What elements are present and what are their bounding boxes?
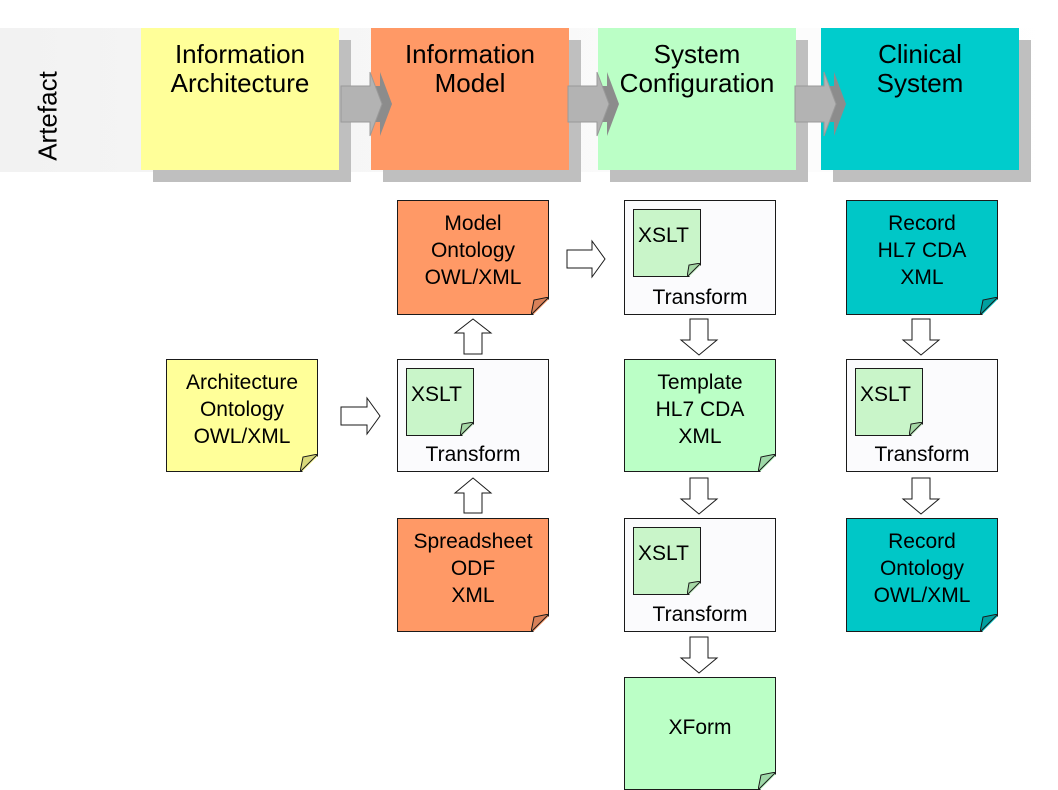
record-ontology-document: Record Ontology OWL/XML (846, 518, 998, 632)
page-fold-icon (758, 454, 776, 472)
phase-arrow-2 (567, 71, 619, 137)
phase-information-model: Information Model (371, 28, 569, 170)
document-line: ODF (450, 557, 496, 580)
model-ontology-document: Model Ontology OWL/XML (397, 200, 549, 315)
document-line: XForm (668, 716, 732, 739)
phase-title-line2: Configuration (619, 68, 775, 98)
xslt-document: XSLT (633, 527, 701, 595)
config-transform-top-box: XSLT Transform (624, 200, 776, 315)
document-line: Record (888, 530, 956, 553)
arrow-down-record-to-transform (901, 318, 941, 356)
phase-title-line1: Clinical (878, 39, 962, 69)
config-transform-bottom-box: XSLT Transform (624, 518, 776, 632)
arrow-down-template-to-transform (679, 477, 719, 515)
transform-label: Transform (652, 286, 748, 309)
document-line: HL7 CDA (655, 398, 745, 421)
phase-title-line1: Information (174, 39, 306, 69)
architecture-ontology-document: Architecture Ontology OWL/XML (166, 359, 318, 472)
document-line: Ontology (879, 557, 965, 580)
document-line: Architecture (185, 371, 299, 394)
page-fold-icon (460, 422, 474, 436)
phase-title-line1: Information (404, 39, 536, 69)
arrow-down-transform-to-xform (679, 636, 719, 674)
document-line: Record (888, 212, 956, 235)
arrow-up-transform-to-model (453, 318, 493, 355)
arrow-down-transform-to-template (679, 318, 719, 356)
page-fold-icon (300, 454, 318, 472)
document-line: XML (451, 584, 495, 607)
spreadsheet-document: Spreadsheet ODF XML (397, 518, 549, 632)
template-document: Template HL7 CDA XML (624, 359, 776, 472)
phase-information-architecture: Information Architecture (141, 28, 339, 170)
page-fold-icon (687, 581, 701, 595)
document-line: Spreadsheet (413, 530, 533, 553)
page-fold-icon (758, 772, 776, 790)
page-fold-icon (980, 614, 998, 632)
phase-arrow-1 (340, 71, 392, 137)
model-transform-box: XSLT Transform (397, 359, 549, 472)
page-fold-icon (980, 297, 998, 315)
phase-title-line1: System (653, 39, 741, 69)
xslt-document: XSLT (633, 209, 701, 277)
document-line: OWL/XML (193, 425, 291, 448)
xslt-document: XSLT (855, 368, 923, 436)
transform-label: Transform (425, 443, 521, 466)
document-line: Model (444, 212, 502, 235)
document-line: Ontology (199, 398, 285, 421)
page-fold-icon (531, 297, 549, 315)
arrow-up-spreadsheet-to-transform (453, 477, 493, 514)
document-line: XML (678, 425, 722, 448)
document-line: OWL/XML (424, 266, 522, 289)
phase-system-configuration: System Configuration (598, 28, 796, 170)
phase-title-line2: System (876, 68, 964, 98)
arrow-right-architecture-to-transform (340, 396, 381, 436)
page-fold-icon (687, 263, 701, 277)
phase-clinical-system: Clinical System (821, 28, 1019, 170)
document-line: Template (657, 371, 743, 394)
record-cda-document: Record HL7 CDA XML (846, 200, 998, 315)
clinical-transform-box: XSLT Transform (846, 359, 998, 472)
page-fold-icon (531, 614, 549, 632)
xslt-label: XSLT (638, 224, 689, 247)
xslt-label: XSLT (411, 383, 462, 406)
document-line: Ontology (430, 239, 516, 262)
transform-label: Transform (652, 603, 748, 626)
arrow-right-model-to-config (566, 239, 606, 279)
document-line: OWL/XML (873, 584, 971, 607)
document-line: HL7 CDA (877, 239, 967, 262)
page-fold-icon (909, 422, 923, 436)
xslt-document: XSLT (406, 368, 474, 436)
phase-arrow-3 (794, 71, 846, 137)
xslt-label: XSLT (638, 542, 689, 565)
xslt-label: XSLT (860, 383, 911, 406)
arrow-down-transform-to-record-ontology (901, 477, 941, 515)
transform-label: Transform (874, 443, 970, 466)
document-line: XML (900, 266, 944, 289)
phase-title-line2: Model (434, 68, 506, 98)
phase-title-line2: Architecture (170, 68, 310, 98)
